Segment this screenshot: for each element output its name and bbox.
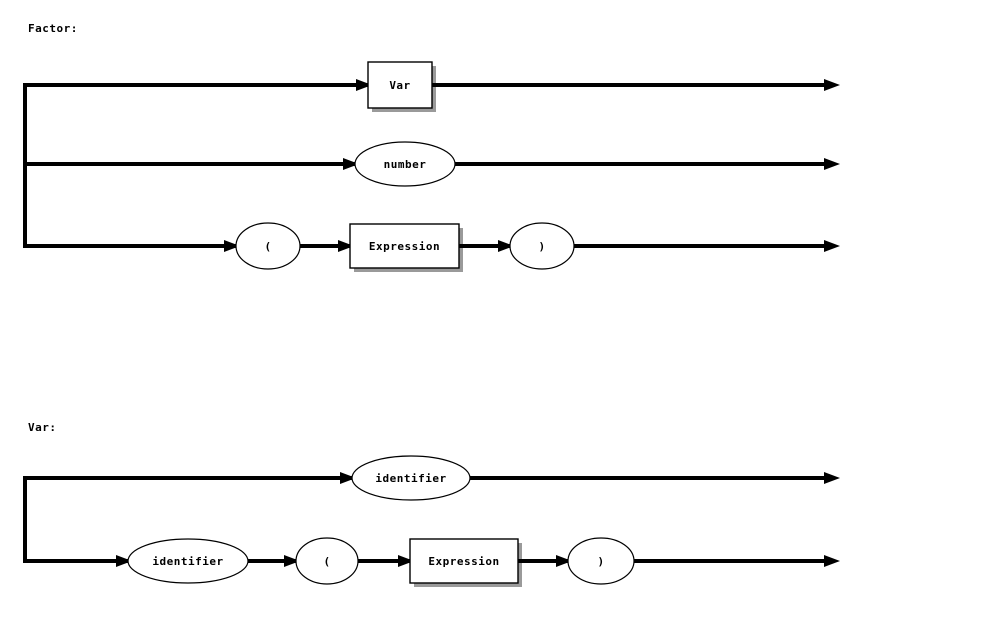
- var-row-2-node-label-0: identifier: [152, 555, 223, 568]
- var-row-1-arrowhead-0: [340, 472, 356, 484]
- var-row-2-arrowhead-1: [284, 555, 300, 567]
- row-var-row-2: identifier ( Expression): [25, 537, 840, 587]
- factor-row-3-nonterminal-box-1[interactable]: [349, 223, 460, 269]
- var-row-2-node-label-1: (: [323, 555, 330, 568]
- factor-row-1-end-arrowhead: [824, 79, 840, 91]
- factor-row-1-arrowhead-0: [356, 79, 372, 91]
- row-factor-row-3: ( Expression): [25, 222, 840, 272]
- var-row-2-node-label-3: ): [597, 555, 604, 568]
- factor-row-1-nonterminal-box-0[interactable]: [367, 61, 433, 109]
- var-row-2-node-label-2: Expression: [428, 555, 499, 568]
- factor-row-3-arrowhead-1: [338, 240, 354, 252]
- row-factor-row-1: Var: [25, 61, 840, 112]
- factor-row-2-arrowhead-0: [343, 158, 359, 170]
- diagram-title-var: Var:: [28, 421, 57, 434]
- var-row-2-end-arrowhead: [824, 555, 840, 567]
- diagram-group-factor: Var number ( Expression): [23, 61, 840, 272]
- factor-row-3-node-label-2: ): [538, 240, 545, 253]
- var-row-1-node-label-0: identifier: [375, 472, 446, 485]
- diagram-title-factor: Factor:: [28, 22, 78, 35]
- var-row-1-end-arrowhead: [824, 472, 840, 484]
- var-row-2-nonterminal-box-2[interactable]: [409, 538, 519, 584]
- row-factor-row-2: number: [25, 141, 840, 187]
- factor-row-3-arrowhead-2: [498, 240, 514, 252]
- diagram-group-var: identifier identifier ( Expression): [23, 455, 840, 587]
- row-var-row-1: identifier: [25, 455, 840, 501]
- factor-row-2-node-label-0: number: [384, 158, 427, 171]
- factor-row-3-node-label-0: (: [264, 240, 271, 253]
- factor-row-3-node-label-1: Expression: [369, 240, 440, 253]
- factor-row-1-node-label-0: Var: [389, 79, 410, 92]
- factor-row-2-end-arrowhead: [824, 158, 840, 170]
- factor-row-3-arrowhead-0: [224, 240, 240, 252]
- factor-row-3-end-arrowhead: [824, 240, 840, 252]
- var-row-2-arrowhead-0: [116, 555, 132, 567]
- var-row-2-arrowhead-2: [398, 555, 414, 567]
- var-row-2-arrowhead-3: [556, 555, 572, 567]
